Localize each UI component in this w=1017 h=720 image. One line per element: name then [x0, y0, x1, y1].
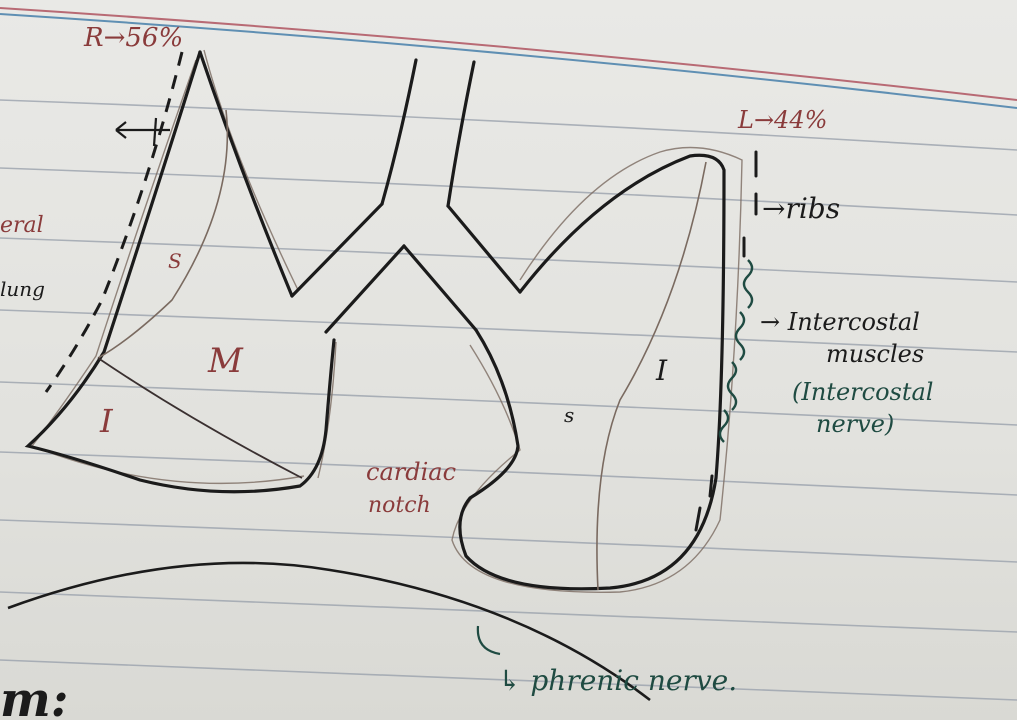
trachea-left-wall [382, 60, 416, 204]
left-lobe-upper-label: S [168, 249, 182, 273]
right-lobe-inferior-label: I [655, 354, 668, 387]
bronchus-inner-right [404, 246, 476, 330]
phrenic-nerve-label: ↳ phrenic nerve. [498, 664, 737, 697]
intercostal-nerve-line1: (Intercostal [792, 378, 933, 406]
ribs-marks [696, 152, 756, 530]
right-lung-outline [460, 155, 724, 589]
right-lung-top-note: L→44% [737, 106, 827, 134]
left-lobe-lower-label: I [99, 402, 114, 440]
right-lobe-superior-label: s [564, 403, 574, 427]
bottom-heading: m: [0, 672, 69, 720]
ribs-label: →ribs [762, 192, 840, 225]
left-lobe-middle-label: M [207, 341, 244, 381]
trachea [292, 60, 520, 332]
margin-note-left-1: eral [0, 213, 44, 238]
trachea-right-wall [448, 62, 474, 206]
margin-note-left-2: lung [0, 277, 45, 301]
right-lung-oblique-fissure [597, 162, 706, 590]
bronchus-inner-left [326, 246, 404, 332]
right-bronchus [448, 206, 520, 292]
cardiac-notch-label-line1: cardiac [366, 458, 456, 486]
left-lung-oblique-fissure [98, 110, 227, 358]
intercostal-muscles-line2: muscles [826, 340, 924, 368]
intercostal-nerve-line2: nerve) [816, 410, 894, 438]
cardiac-notch-label-line2: notch [368, 493, 431, 518]
intercostal-muscles-line1: → Intercostal [760, 308, 920, 336]
phrenic-pointer [478, 626, 500, 654]
margin-note-top: R→56% [83, 23, 183, 53]
